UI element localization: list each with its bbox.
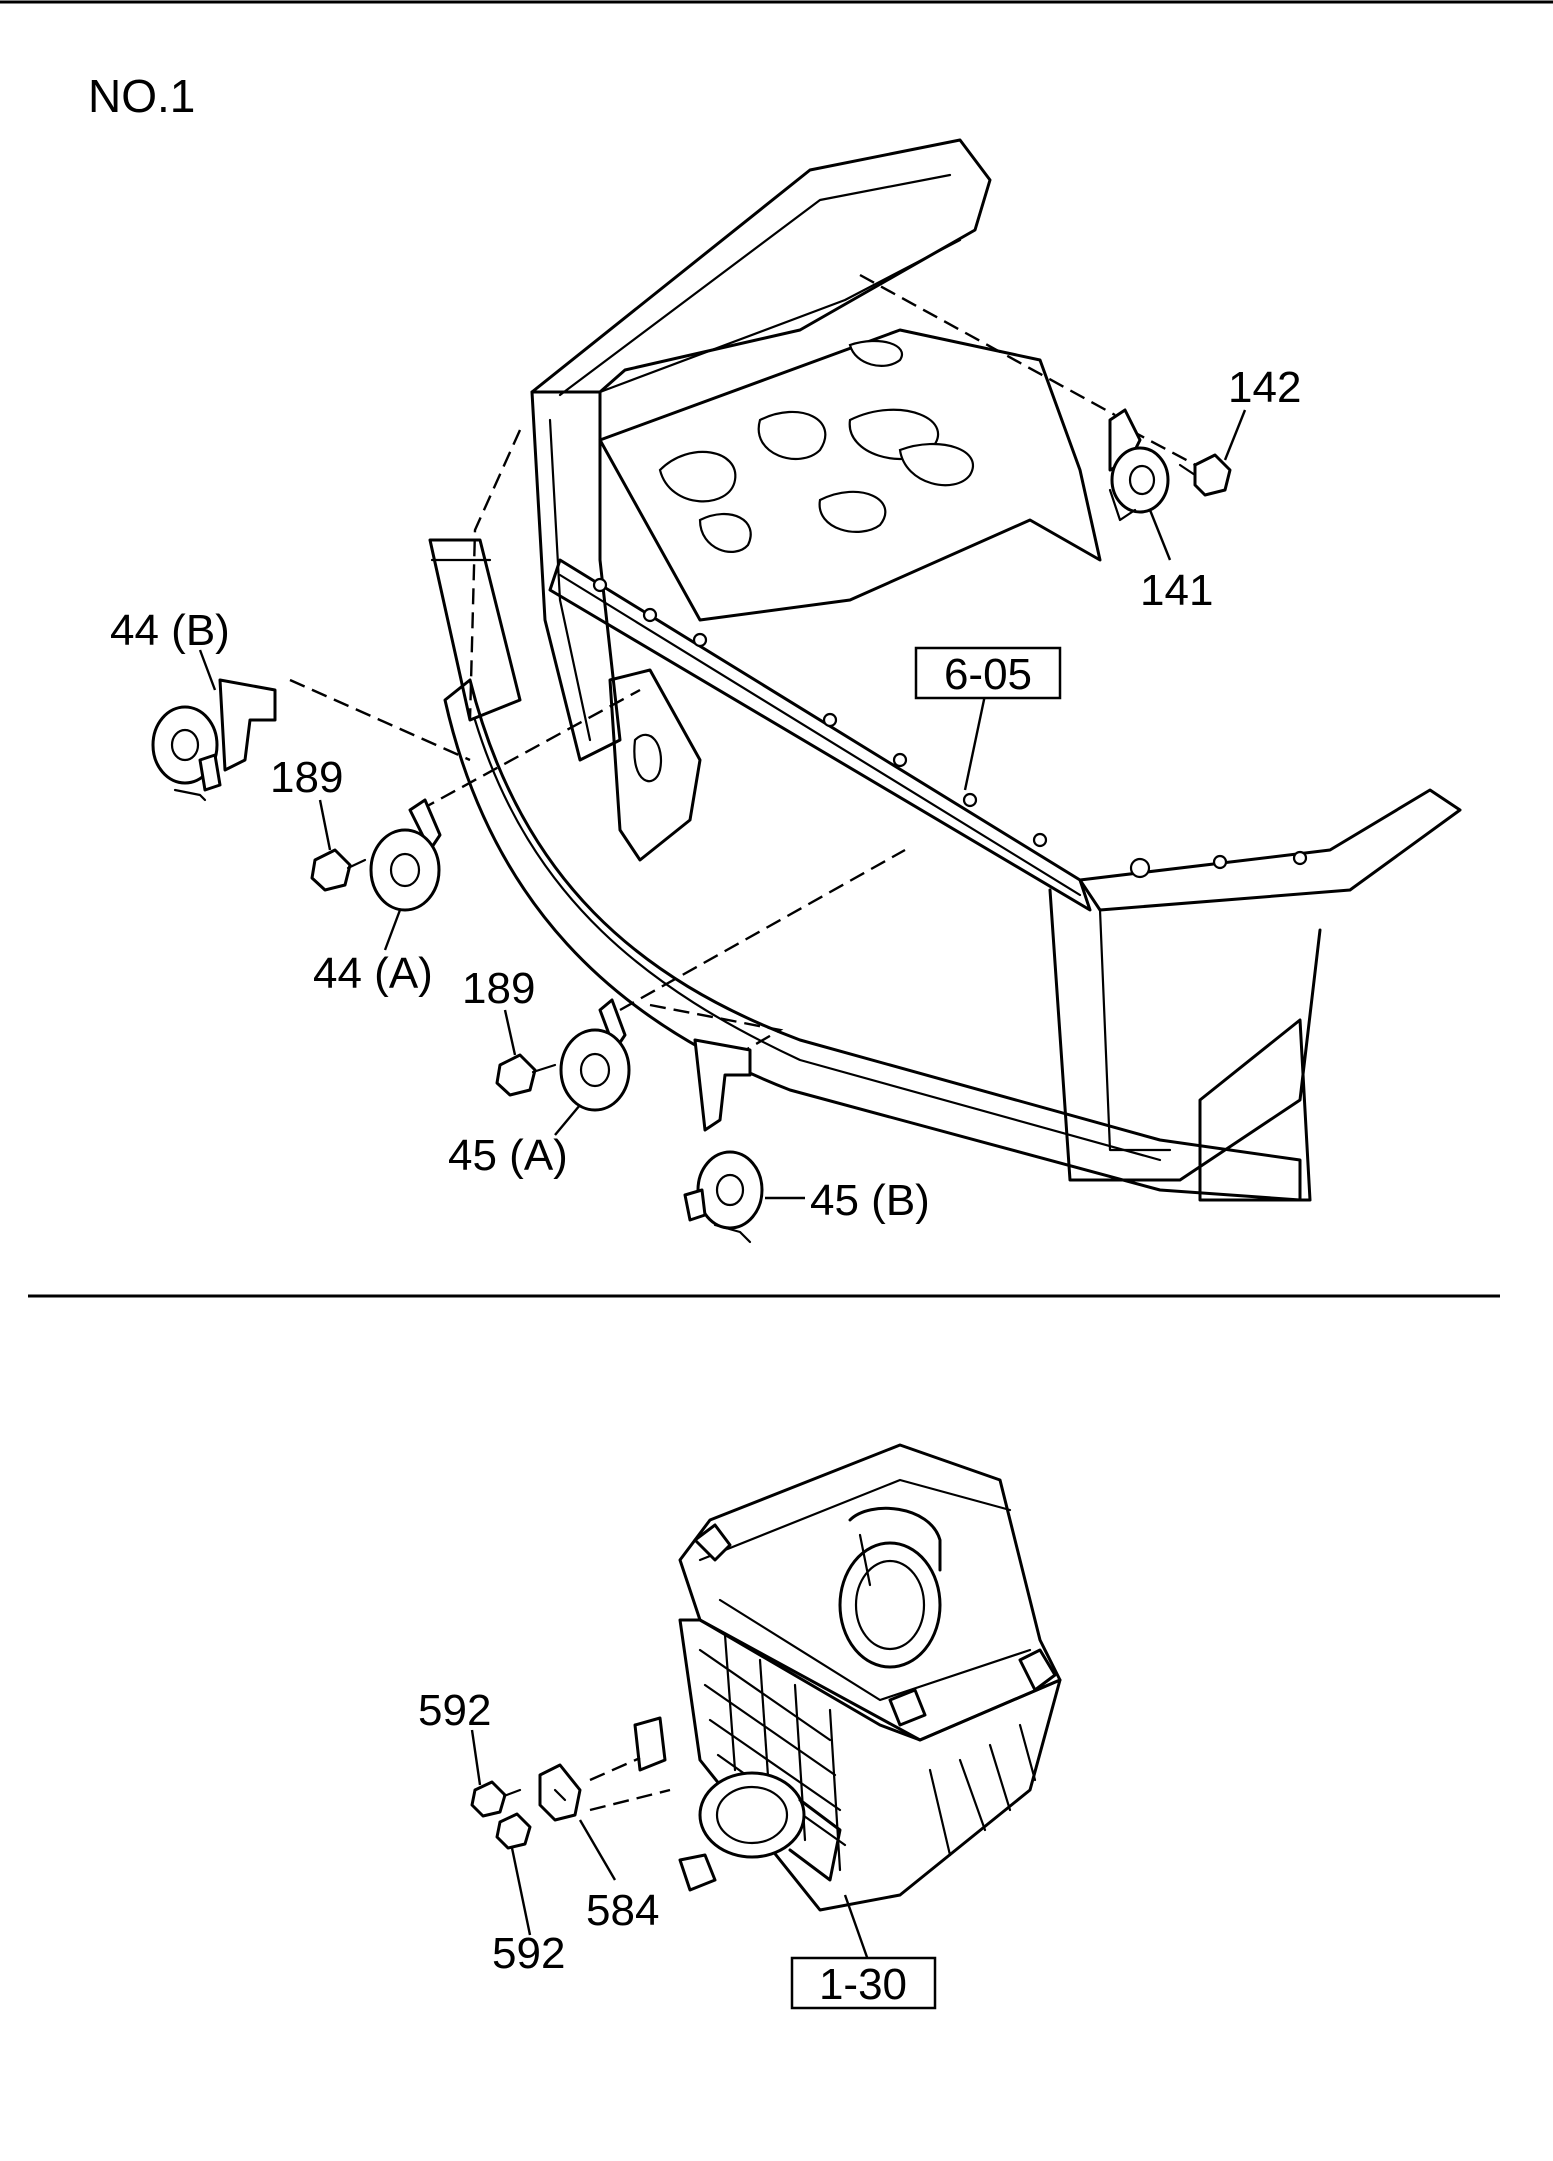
callout-592-lower: 592 [492,1929,565,1978]
ref-label-6-05: 6-05 [944,650,1032,699]
leader-142 [1223,409,1247,461]
horn-141 [1108,408,1170,522]
leader-189-upper [318,799,332,851]
callout-45a: 45 (A) [448,1131,568,1180]
horn-45b [683,1038,764,1244]
callout-592-upper: 592 [418,1686,491,1735]
horn-44b [151,678,277,802]
leader-189-lower [503,1009,517,1056]
callout-189-upper: 189 [270,753,343,802]
bracket-584 [538,1763,582,1822]
callout-45b: 45 (B) [810,1176,930,1225]
bolt-189-lower [495,1053,557,1097]
bolt-592-lower [495,1812,532,1850]
bolt-142 [1178,453,1232,497]
leader-44a [383,909,402,951]
leader-1-30 [843,1894,870,1961]
bolt-189-upper [310,848,367,892]
bolt-592-upper [470,1780,522,1818]
assembly-line-584a [589,1756,641,1782]
radiator-core-support [428,138,1462,1202]
ref-label-1-30: 1-30 [819,1960,907,2009]
ref-box-6-05 [914,646,1062,700]
callout-189-lower: 189 [462,964,535,1013]
leader-592-upper [470,1729,482,1786]
air-cleaner-assembly [633,1443,1062,1912]
diagram-title: NO.1 [88,70,195,122]
leader-6-05 [963,694,987,791]
assembly-line-584b [589,1788,671,1812]
callout-44a: 44 (A) [313,949,433,998]
horn-45a [559,998,631,1112]
leader-592-lower [510,1847,532,1936]
callout-142: 142 [1228,363,1301,412]
leader-584 [578,1819,617,1881]
leader-141 [1148,509,1172,561]
callout-141: 141 [1140,566,1213,615]
leader-45a [554,1104,581,1136]
leader-44b [198,649,217,691]
callout-584: 584 [586,1886,659,1935]
assembly-lines-upper [289,273,1206,1067]
horn-44a [369,798,442,912]
callout-44b: 44 (B) [110,606,230,655]
ref-box-1-30 [790,1956,937,2010]
